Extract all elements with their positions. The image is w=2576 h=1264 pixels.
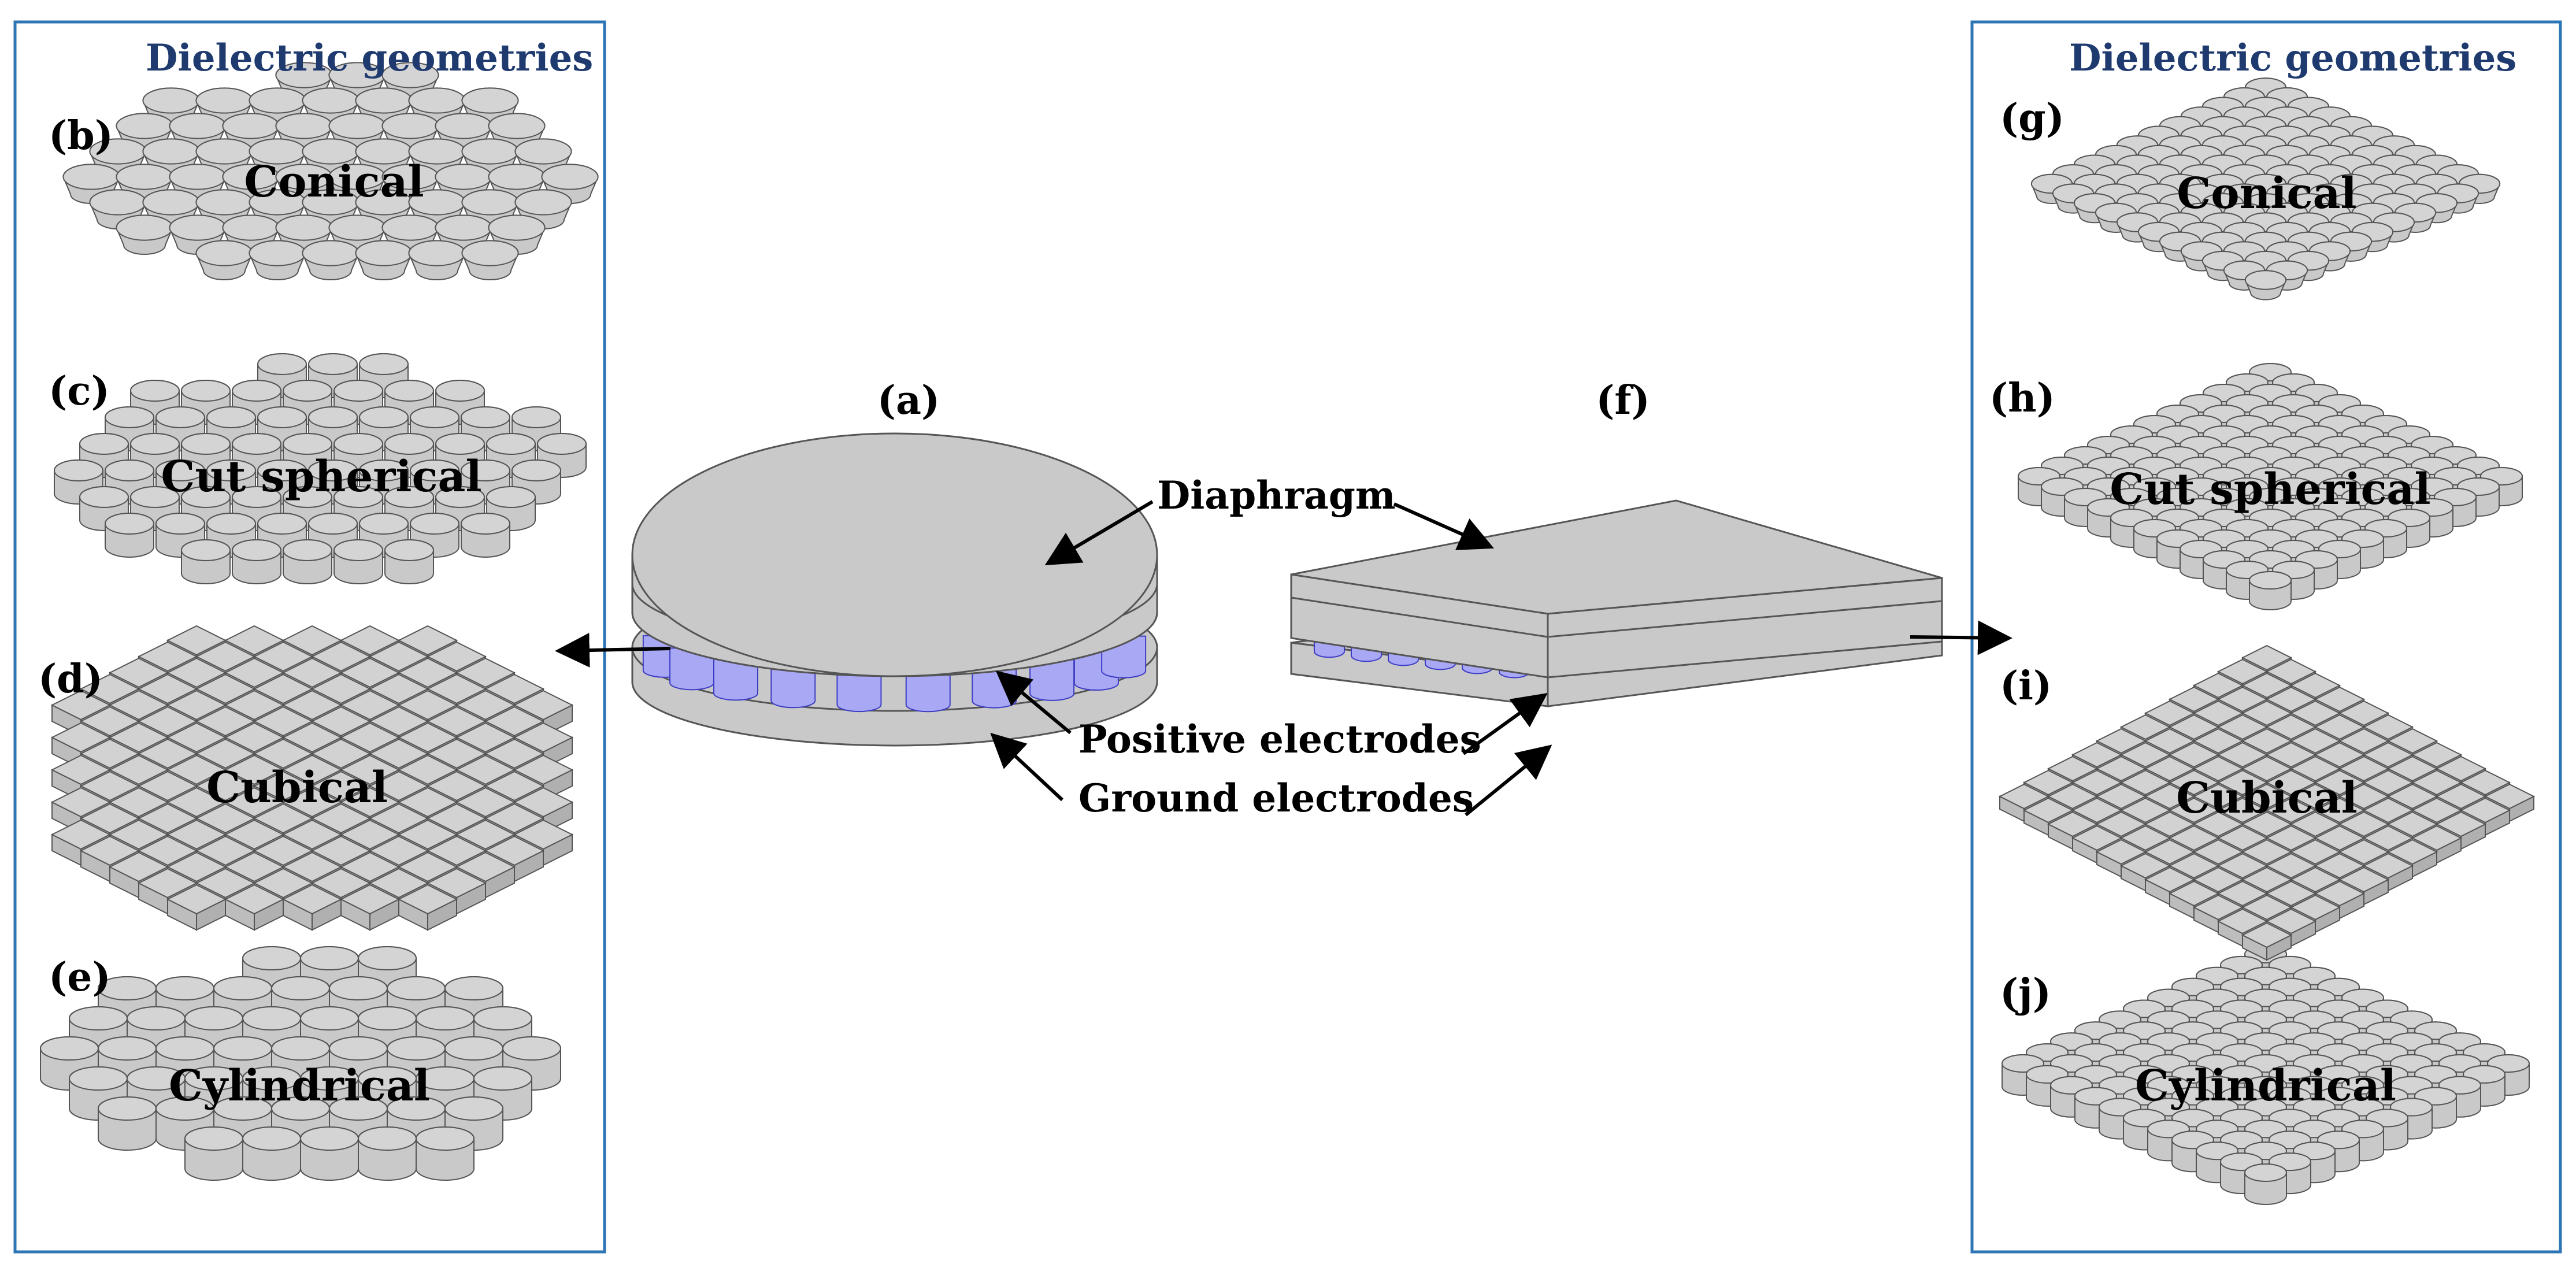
square-device [1290,499,1943,707]
label-cut-spherical-left: Cut spherical [161,452,481,502]
positive-electrodes-label: Positive electrodes [1078,717,1481,762]
left-panel-frame [13,20,606,1254]
circular-diaphragm-top [631,432,1158,677]
label-d: (d) [38,656,103,702]
right-panel-title: Dielectric geometries [2069,36,2516,80]
label-h: (h) [1989,375,2055,421]
label-j: (j) [2000,970,2051,1017]
ground-electrodes-label: Ground electrodes [1078,776,1474,821]
geometry-arrays [40,62,2536,1205]
label-e: (e) [49,954,111,1000]
circular-device [631,432,1158,747]
label-c: (c) [49,368,110,414]
label-cubical-right: Cubical [2176,773,2358,823]
label-cubical-left: Cubical [206,763,388,813]
label-a: (a) [877,377,940,424]
annotation-arrows [555,500,2012,817]
label-b: (b) [49,113,113,159]
label-conical-left: Conical [244,157,424,207]
label-conical-right: Conical [2177,169,2356,218]
label-cylindrical-left: Cylindrical [169,1061,430,1111]
label-i: (i) [2000,663,2052,709]
label-cut-spherical-right: Cut spherical [2110,465,2430,514]
label-cylindrical-right: Cylindrical [2135,1061,2396,1111]
left-panel-title: Dielectric geometries [146,36,593,80]
label-f: (f) [1596,377,1650,424]
diaphragm-label: Diaphragm [1157,473,1396,518]
label-g: (g) [2000,95,2064,142]
